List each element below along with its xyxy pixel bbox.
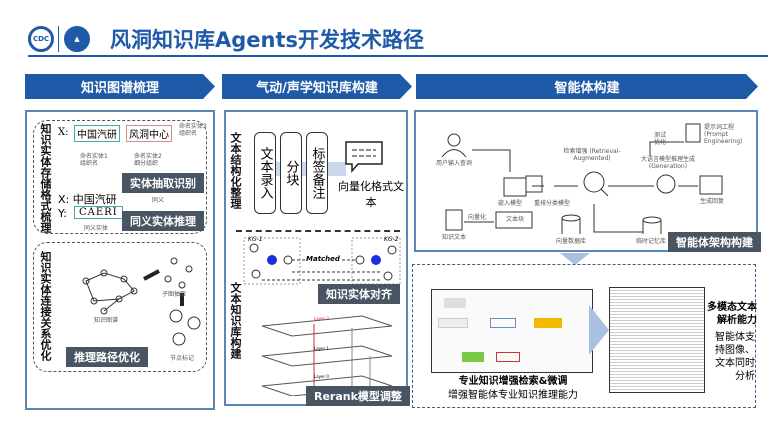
retrieval-label: 检索增强 (Retrieval-Augmented) xyxy=(563,148,621,162)
rerank-model-label: 重排分类模型 xyxy=(534,200,571,207)
knowledge-graph-panel: 知识实体存储格式梳理 X: 中国汽研 风洞中心 命名实体3 组织名 命名实体1 … xyxy=(25,110,215,410)
vectorized-text-label: 向量化格式文本 xyxy=(338,180,404,209)
entity-format-label: 知识实体存储格式梳理 xyxy=(39,123,52,233)
generation-label: 大语言模型推理生成 (Generation) xyxy=(640,156,695,170)
layer0-label: Layer 0 xyxy=(314,374,329,379)
test-optimize-label: 测试优化 xyxy=(654,132,667,146)
subgraph-label: 子图抽取 xyxy=(162,291,187,298)
cdc-logo: CDC xyxy=(28,26,54,52)
synonym-x: X: 中国汽研 xyxy=(58,193,117,206)
step-text-input: 文本录入 xyxy=(254,132,276,214)
retrieval-finetune-image xyxy=(431,289,593,373)
knowledge-base-panel: 文本结构化整理 文本录入 分块 标签备注 向量化格式文本 文本知识库构建 KG-… xyxy=(224,110,410,406)
graph-label: 知识图谱 xyxy=(94,317,119,324)
matched-label: Matched xyxy=(306,255,340,263)
kg1-label: KG-1 xyxy=(248,236,263,243)
kg2-label: KG-2 xyxy=(384,236,399,243)
title-underline xyxy=(28,55,768,57)
layer1-label: Layer 1 xyxy=(314,346,329,351)
entity-part1: 中国汽研 xyxy=(74,125,120,142)
multimodal-document-image xyxy=(609,287,705,393)
agent-architecture-tag: 智能体架构构建 xyxy=(668,232,761,252)
prompt-engineering-label: 提示词工程 (Prompt Engineering) xyxy=(704,124,743,145)
logo-divider xyxy=(58,26,59,52)
retrieval-finetune-subcaption: 增强智能体专业知识推理能力 xyxy=(448,390,578,401)
architecture-diagram xyxy=(441,123,723,234)
entity3-note: 命名实体3 组织名 xyxy=(179,123,207,137)
entity-format-box: 知识实体存储格式梳理 X: 中国汽研 风洞中心 命名实体3 组织名 命名实体1 … xyxy=(33,120,207,234)
synonym-y-label: Y: xyxy=(58,207,67,220)
entity-extraction-tag: 实体抽取识别 xyxy=(122,173,204,193)
chat-document-icon xyxy=(345,141,383,174)
temp-memory-label: 临时记忆库 xyxy=(636,238,667,245)
section-agent-build: 智能体构建 xyxy=(416,74,758,99)
page-title: 风洞知识库Agents开发技术路径 xyxy=(110,28,425,52)
entity2-note: 命名实体2 细分组织 xyxy=(134,153,162,167)
multimodal-title: 多模态文本解析能力 xyxy=(707,302,757,326)
text-kb-label: 文本知识库构建 xyxy=(229,282,242,359)
agent-architecture-panel: 用户输入查询 嵌入模型 重排分类模型 检索增强 (Retrieval-Augme… xyxy=(414,110,761,252)
user-query-label: 用户输入查询 xyxy=(436,160,473,167)
vectorize-label: 向量化 xyxy=(468,214,487,221)
node-label: 节点标记 xyxy=(170,355,195,362)
entity-part2: 风洞中心 xyxy=(126,125,172,142)
synonym-word: 同义 xyxy=(152,197,165,204)
knowledge-text-label: 知识文本 xyxy=(442,234,467,241)
right-arrow xyxy=(589,305,609,355)
entity1-note: 命名实体1 组织名 xyxy=(80,153,108,167)
enhancement-panel: 专业知识增强检索&微调 增强智能体专业知识推理能力 多模态文本解析能力 智能体支… xyxy=(412,264,757,408)
graph-illustration xyxy=(82,257,201,346)
step-labeling: 标签备注 xyxy=(306,132,328,214)
generate-answer-label: 生成回复 xyxy=(700,198,725,205)
synonym-entity-note: 同义实体 xyxy=(84,225,109,232)
rerank-tag: Rerank模型调整 xyxy=(306,386,410,406)
reasoning-path-tag: 推理路径优化 xyxy=(66,347,148,367)
entity-relation-label: 知识实体连接关系优化 xyxy=(39,251,52,361)
multimodal-desc: 智能体支持图像、文本同时分析 xyxy=(715,332,755,382)
text-structure-label: 文本结构化整理 xyxy=(229,132,242,209)
x-label: X: xyxy=(58,127,69,138)
synonym-y-value: CAERI xyxy=(74,206,123,219)
step-chunking: 分块 xyxy=(280,132,302,214)
embed-model-label: 嵌入模型 xyxy=(498,200,523,207)
text-chunk-label: 文本块 xyxy=(506,216,525,223)
divider xyxy=(236,230,400,232)
layer2-label: Layer 2 xyxy=(314,316,329,321)
emblem-logo: ▲ xyxy=(64,26,90,52)
retrieval-finetune-caption: 专业知识增强检索&微调 xyxy=(458,376,568,387)
section-knowledge-base: 气动/声学知识库构建 xyxy=(222,74,412,99)
entity-alignment-tag: 知识实体对齐 xyxy=(318,284,400,304)
entity-relation-box: 知识实体连接关系优化 知识图谱 子图抽取 节点标记 推理路径优化 xyxy=(33,242,207,372)
synonym-inference-tag: 同义实体推理 xyxy=(122,211,204,231)
vector-db-label: 向量数据库 xyxy=(556,238,587,245)
section-knowledge-graph: 知识图谱梳理 xyxy=(25,74,215,99)
